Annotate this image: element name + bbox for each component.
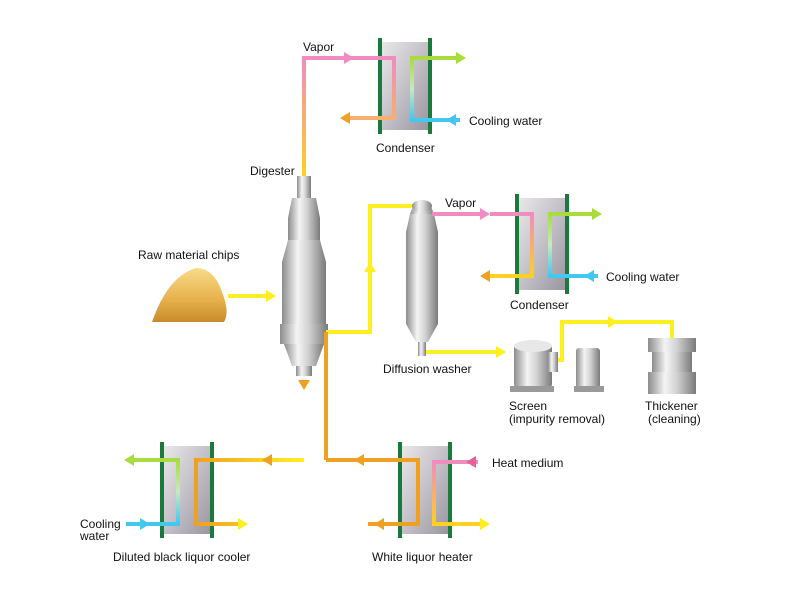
arrow-icon	[584, 270, 594, 282]
label-thickener-line2: (cleaning)	[648, 412, 701, 426]
label-condenser-top: Condenser	[376, 141, 435, 155]
arrow-icon	[124, 454, 134, 466]
arrow-icon	[456, 52, 466, 64]
arrow-icon	[298, 380, 310, 390]
label-cooling-line2: water	[79, 529, 109, 543]
arrow-icon	[592, 208, 602, 220]
arrow-icon	[266, 290, 276, 302]
arrow-icon	[446, 114, 456, 126]
wood-chips-pile	[152, 268, 227, 322]
diffusion-washer-vessel	[406, 200, 438, 356]
label-cooling-line1: Cooling	[80, 517, 121, 531]
arrow-icon	[496, 346, 506, 358]
arrow-icon	[608, 316, 618, 328]
label-vapor-top: Vapor	[303, 40, 334, 54]
arrow-icon	[374, 518, 384, 530]
label-heat-medium: Heat medium	[492, 456, 563, 470]
arrow-icon	[262, 454, 272, 466]
thickener-tank	[648, 338, 696, 394]
label-digester: Digester	[250, 164, 295, 178]
label-screen-line1: Screen	[509, 399, 547, 413]
white-liquor-heater	[326, 442, 490, 538]
arrow-icon	[480, 208, 490, 220]
arrow-icon	[364, 262, 376, 272]
label-thickener-line1: Thickener	[645, 399, 698, 413]
label-black-liquor-cooler: Diluted black liquor cooler	[113, 550, 250, 564]
arrow-icon	[340, 112, 350, 124]
label-vapor-mid: Vapor	[445, 196, 476, 210]
label-cooling-water-mid: Cooling water	[606, 270, 679, 284]
black-liquor-cooler	[124, 442, 304, 538]
label-white-liquor-heater: White liquor heater	[372, 550, 473, 564]
label-condenser-mid: Condenser	[510, 298, 569, 312]
arrow-icon	[344, 52, 354, 64]
arrow-icon	[480, 270, 490, 282]
arrow-icon	[466, 456, 476, 468]
arrow-icon	[480, 518, 490, 530]
label-cooling-water-top: Cooling water	[469, 114, 542, 128]
arrow-icon	[238, 518, 248, 530]
label-diffusion-washer: Diffusion washer	[383, 362, 472, 376]
condenser-mid	[480, 194, 602, 294]
label-screen-line2: (impurity removal)	[509, 412, 605, 426]
condenser-top	[302, 38, 466, 176]
arrow-icon	[354, 454, 364, 466]
screen-machine	[510, 340, 604, 392]
label-raw-material: Raw material chips	[138, 248, 239, 262]
digester-tower	[280, 176, 328, 376]
arrow-icon	[140, 518, 150, 530]
